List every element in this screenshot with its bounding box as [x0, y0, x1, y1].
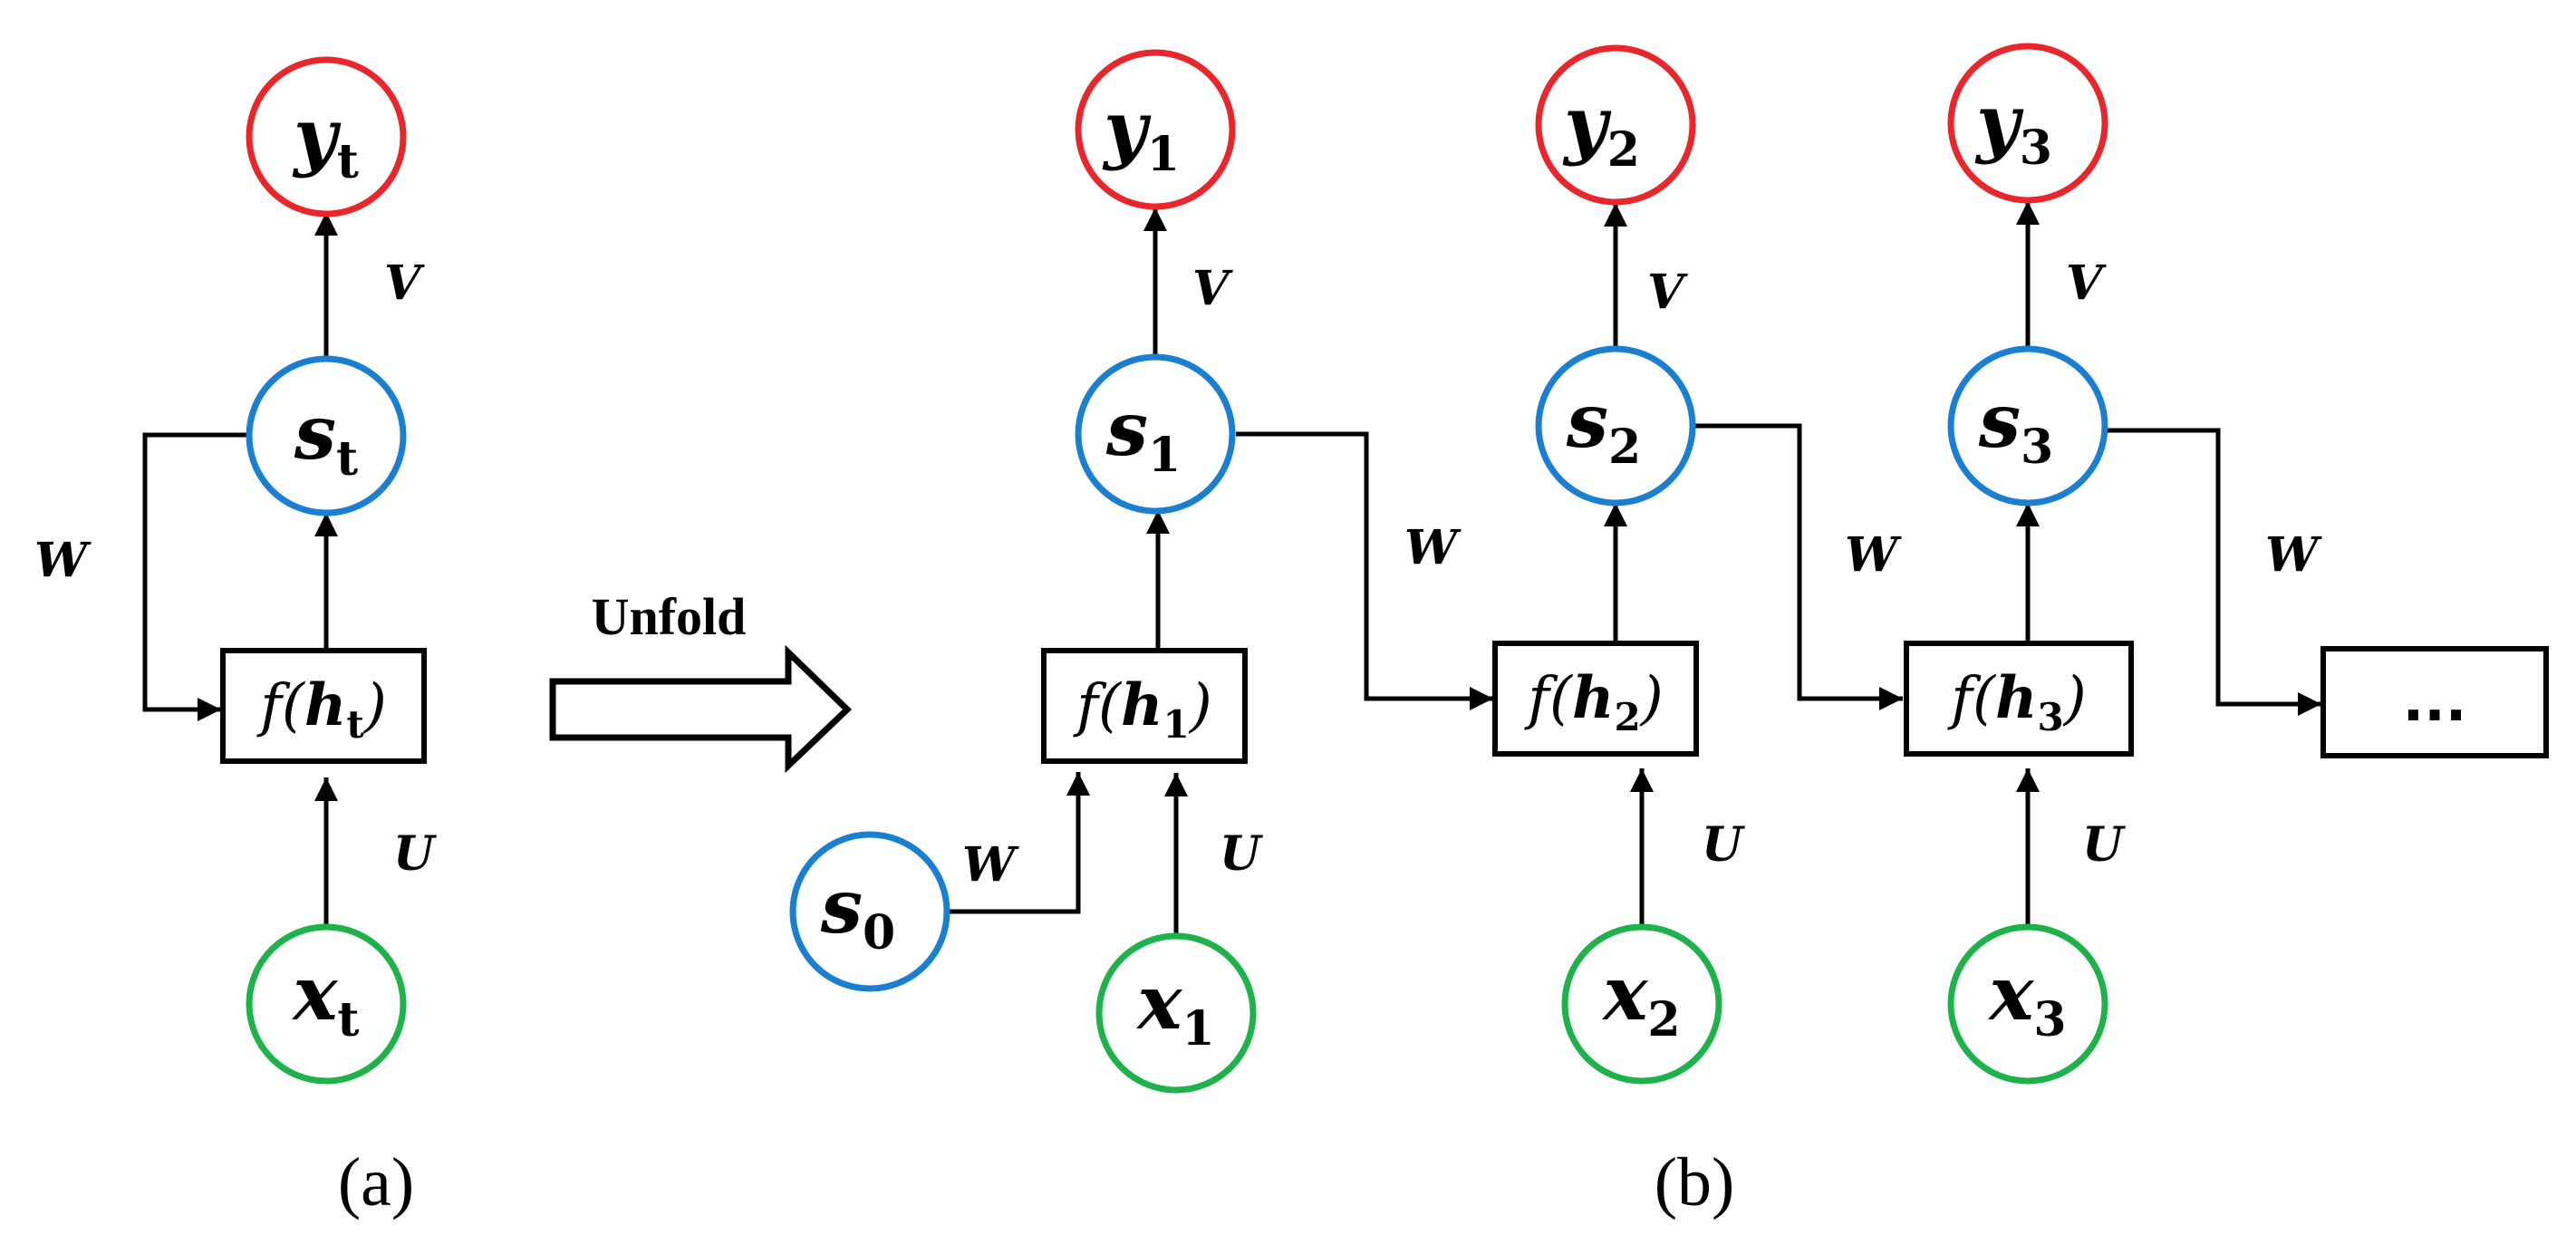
weight-label-v3: V: [2066, 256, 2107, 311]
function-box-f2-label: f(h2): [1524, 664, 1663, 739]
folded-rnn: yt st f(ht) xt V W U (a): [34, 56, 437, 1221]
input-node-x1-label: x1: [1135, 960, 1214, 1057]
output-node-y3: [1947, 43, 2108, 204]
edge-s3-to-next: [2106, 428, 2321, 716]
edge-st-recurrent: [142, 432, 247, 721]
input-node-x1: [1095, 932, 1257, 1094]
output-node-y1: [1075, 49, 1236, 210]
hidden-node-s3: [1947, 345, 2108, 507]
input-node-x2: [1561, 923, 1722, 1085]
unfold-label: Unfold: [592, 587, 747, 646]
hidden-node-s1-label: s1: [1105, 386, 1181, 483]
edge-s0-to-f1: [947, 772, 1090, 914]
weight-label-u2: U: [1702, 817, 1745, 873]
function-box-f3-label: f(h3): [1947, 664, 2086, 739]
output-node-yt-label: yt: [292, 92, 359, 189]
weight-label-w0: W: [962, 837, 1019, 893]
function-box-f2: [1492, 641, 1699, 757]
weight-label-w1: W: [1404, 520, 1462, 575]
output-node-yt: [246, 56, 407, 217]
hidden-node-s2-label: s2: [1566, 378, 1641, 475]
hidden-node-s3-label: s3: [1978, 378, 2053, 475]
function-box-f1-label: f(h1): [1073, 671, 1211, 747]
input-node-x3: [1947, 923, 2108, 1085]
output-node-y2: [1535, 44, 1696, 206]
caption-a: (a): [338, 1144, 414, 1221]
caption-b: (b): [1655, 1144, 1735, 1221]
weight-label-w3: W: [2265, 527, 2322, 583]
hidden-node-st: [246, 355, 407, 516]
weight-label-w2: W: [1845, 527, 1902, 583]
hidden-node-s0: [789, 831, 950, 992]
input-node-x2-label: x2: [1601, 951, 1680, 1047]
output-node-y1-label: y1: [1102, 85, 1180, 182]
hidden-node-st-label: st: [294, 390, 358, 487]
hidden-node-s0-label: s0: [820, 864, 895, 960]
hidden-node-s1: [1075, 353, 1236, 515]
edge-s2-to-f3: [1694, 423, 1903, 710]
unfolded-rnn: y1 y2 y3 s1 s2 s3 s0 f(h1) f(h2) f(h3) .…: [789, 43, 2549, 1221]
continuation-box: [2320, 646, 2549, 758]
weight-label-w: W: [34, 533, 92, 588]
unfold-arrow-shape: [549, 644, 853, 774]
output-node-y3-label: y3: [1974, 79, 2052, 176]
weight-label-u3: U: [2082, 817, 2126, 873]
input-node-x3-label: x3: [1987, 951, 2066, 1047]
unfold-arrow: Unfold: [549, 587, 853, 774]
weight-label-v: V: [384, 256, 425, 311]
weight-label-v1: V: [1192, 261, 1233, 316]
output-node-y2-label: y2: [1562, 81, 1640, 178]
weight-label-v2: V: [1647, 265, 1688, 320]
hidden-node-s2: [1535, 345, 1696, 507]
weight-label-u: U: [393, 826, 437, 882]
weight-label-u1: U: [1220, 826, 1263, 882]
function-box-f1: [1041, 648, 1248, 764]
input-node-xt: [246, 923, 407, 1085]
function-box-ft-label: f(ht): [256, 671, 387, 747]
function-box-ft: [220, 648, 427, 764]
input-node-xt-label: xt: [292, 951, 360, 1047]
continuation-dots: ...: [2403, 668, 2467, 734]
edge-s1-to-f2: [1236, 431, 1493, 710]
function-box-f3: [1904, 641, 2134, 757]
